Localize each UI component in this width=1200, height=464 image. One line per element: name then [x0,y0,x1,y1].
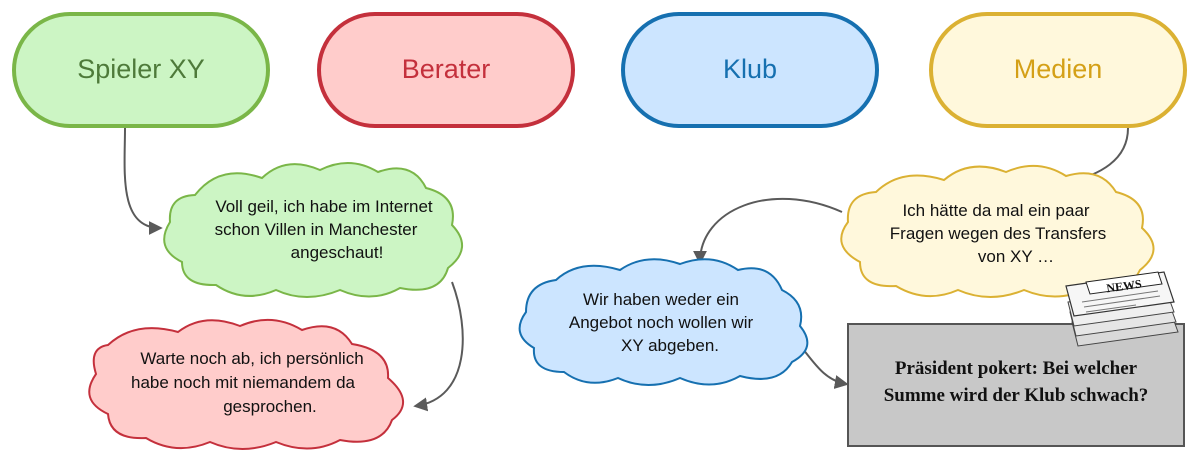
headline-box: Präsident pokert: Bei welcher Summe wird… [847,323,1185,447]
bubble-media-question-line-2: Fragen wegen des Transfers [890,224,1106,243]
bubble-agent-reply-shape [88,318,404,450]
bubble-media-question-line-3: von XY … [978,247,1054,266]
actor-club-shape [621,12,879,128]
bubble-club-reply-line-3: XY abgeben. [621,336,719,355]
connector-thought-to-agent-reply [413,281,464,412]
bubble-club-reply-line-1: Wir haben weder ein [583,290,739,309]
bubble-agent-reply: Warte noch ab, ich persönlich habe noch … [88,318,404,450]
actor-player: Spieler XY [12,12,270,128]
connector-question-to-club-reply [693,197,843,265]
actor-player-shape [12,12,270,128]
actor-player-label: Spieler XY [77,54,205,84]
bubble-player-thought-line-1: Voll geil, ich habe im Internet [215,197,433,216]
bubble-club-reply-line-2: Angebot noch wollen wir [569,313,754,332]
actor-media: Medien [929,12,1187,128]
connector-player-to-thought [123,127,163,235]
bubble-club-reply: Wir haben weder ein Angebot noch wollen … [518,258,809,386]
bubble-player-thought-line-3: angeschaut! [291,243,384,262]
bubble-agent-reply-line-1: Warte noch ab, ich persönlich [140,349,363,368]
actor-club-label: Klub [723,54,777,84]
actor-agent: Berater [317,12,575,128]
headline-box-shape [847,323,1185,447]
bubble-media-question-line-1: Ich hätte da mal ein paar [902,201,1089,220]
actor-club: Klub [621,12,879,128]
headline-line-2: Summe wird der Klub schwach? [884,385,1149,406]
newspaper-masthead: NEWS [1106,277,1143,296]
headline-line-1: Präsident pokert: Bei welcher [895,358,1138,379]
actor-media-shape [929,12,1187,128]
bubble-player-thought: Voll geil, ich habe im Internet schon Vi… [163,162,463,298]
bubble-player-thought-shape [163,162,463,298]
bubble-agent-reply-line-2: habe noch mit niemandem da [131,373,356,392]
actor-agent-shape [317,12,575,128]
bubble-media-question: Ich hätte da mal ein paar Fragen wegen d… [840,164,1155,298]
newspaper-icon: NEWS [1065,271,1179,347]
actor-agent-label: Berater [402,54,491,84]
bubble-club-reply-shape [518,258,809,386]
bubble-agent-reply-line-3: gesprochen. [223,397,317,416]
actor-media-label: Medien [1014,54,1103,84]
bubble-player-thought-line-2: schon Villen in Manchester [215,220,418,239]
